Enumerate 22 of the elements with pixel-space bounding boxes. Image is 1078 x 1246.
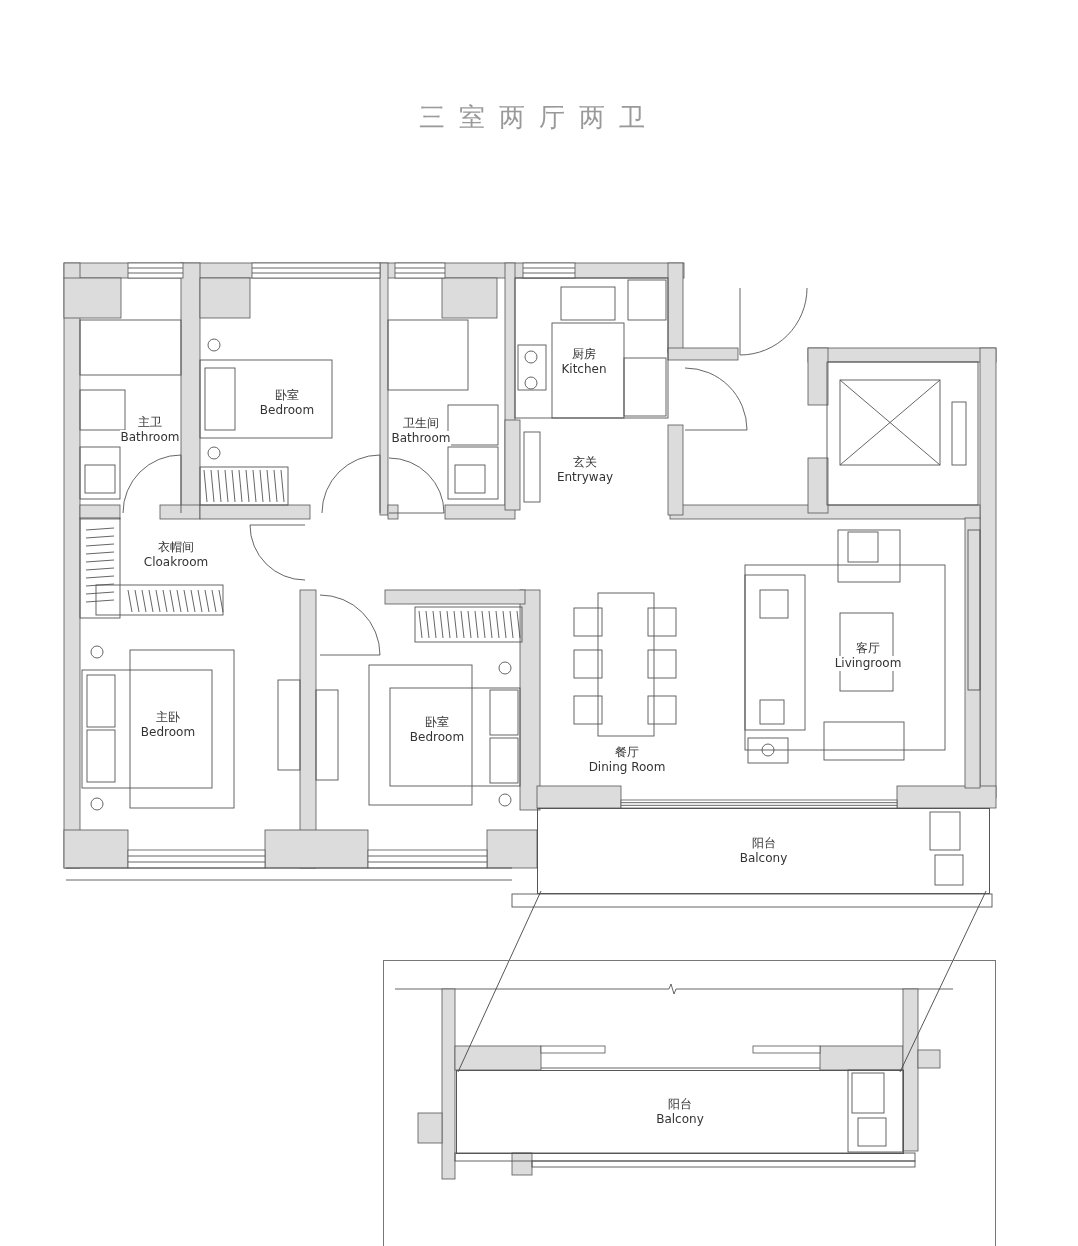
room-outline [456, 1070, 904, 1154]
room-label: Balcony [655, 1112, 705, 1127]
room-label: 阳台 [667, 1097, 693, 1112]
room-label: 阳台 [750, 836, 777, 851]
room-label: 厨房 [571, 347, 597, 362]
room-label: 卧室 [274, 388, 300, 403]
inset-frame [383, 960, 996, 1246]
room-label: 主卧 [155, 710, 181, 725]
room-label: 主卫 [137, 415, 163, 430]
room-label: Entryway [555, 470, 615, 485]
room-label: 卫生间 [402, 416, 440, 431]
room-label: 餐厅 [614, 745, 640, 760]
room-label: Livingroom [833, 656, 903, 671]
title-text: 三室两厅两卫 [418, 101, 660, 134]
room-label: 衣帽间 [157, 540, 195, 555]
room-label: 客厅 [855, 641, 881, 656]
room-label: Balcony [738, 851, 789, 866]
room-label: 玄关 [572, 455, 598, 470]
room-outline [537, 808, 990, 894]
room-label: Dining Room [587, 760, 667, 775]
room-label: 卧室 [424, 715, 450, 730]
room-label: Bathroom [390, 431, 452, 446]
